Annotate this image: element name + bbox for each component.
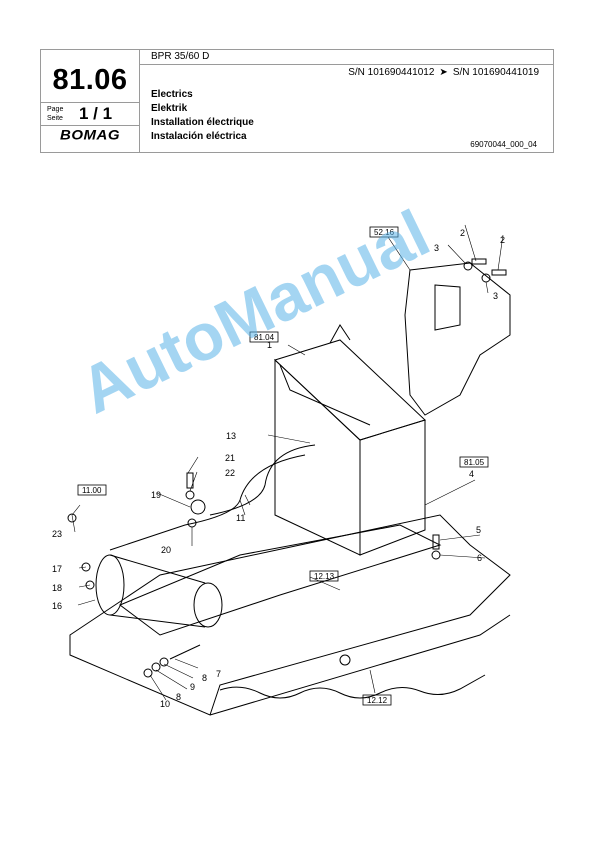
callout-8b: 8: [176, 692, 181, 702]
cable-11: [109, 454, 306, 551]
leader-lines: [71, 224, 504, 701]
callout-8: 8: [202, 673, 207, 683]
stud-7: [169, 644, 201, 660]
chassis-rail: [209, 614, 511, 716]
bolt-17: [81, 562, 91, 572]
battery-box-front: [274, 358, 361, 556]
divider: [41, 125, 139, 126]
battery-box-top: [274, 339, 426, 441]
bolt-5: [432, 534, 440, 550]
callout-3b: 3: [493, 291, 498, 301]
bolt-2b: [491, 269, 507, 276]
arrow-icon: ➤: [439, 67, 448, 78]
ref-11-00: 11.00: [82, 486, 102, 495]
callout-23: 23: [52, 529, 62, 539]
page-number: 1 / 1: [79, 104, 113, 123]
clamp-19: [190, 499, 206, 515]
nut-10: [143, 668, 153, 678]
washer-8: [151, 662, 161, 672]
callout-16: 16: [52, 601, 62, 611]
callout-9: 9: [190, 682, 195, 692]
serial-to: S/N 101690441019: [452, 67, 539, 78]
callout-18: 18: [52, 583, 62, 593]
callout-3: 3: [434, 243, 439, 253]
brand-logo: BOMAG: [60, 127, 120, 144]
divider: [41, 102, 139, 103]
title-fr: Installation électrique: [151, 117, 254, 128]
callout-6: 6: [477, 553, 482, 563]
title-block: BPR 35/60 D S/N 101690441012➤S/N 1016904…: [40, 49, 554, 153]
serial-range: S/N 101690441012 ➤ S/N 101690441019: [348, 67, 539, 78]
bracket-plate: [404, 262, 511, 416]
title-es: Instalación eléctrica: [151, 131, 247, 142]
battery-mount: [329, 324, 351, 344]
drawing-number: 69070044_000_04: [470, 140, 537, 149]
callout-20: 20: [161, 545, 171, 555]
washer-9: [159, 657, 169, 667]
chassis-inner: [119, 524, 442, 636]
title-en: Electrics: [151, 89, 193, 100]
callout-numbers: 1 2 2 3 3 4 5 6 7 8 8 9 10 11 13 16 17 1…: [52, 228, 505, 709]
bolt-2a: [471, 258, 487, 265]
battery-box-side: [359, 419, 426, 556]
callout-11: 11: [236, 513, 245, 523]
callout-13: 13: [226, 431, 236, 441]
callout-7: 7: [216, 669, 221, 679]
callout-22: 22: [225, 468, 235, 478]
nut-22: [185, 490, 195, 500]
callout-4: 4: [469, 469, 474, 479]
callout-19: 19: [151, 490, 161, 500]
ref-81-05: 81.05: [464, 458, 485, 467]
page-label-de: Seite: [47, 115, 63, 122]
chassis-hole: [339, 654, 351, 666]
divider: [139, 50, 140, 152]
callout-1: 1: [267, 340, 272, 350]
ref-81-04: 81.04: [254, 333, 275, 342]
starter-cylinder-start: [95, 554, 125, 616]
cable-13: [209, 444, 316, 516]
washer-18: [85, 580, 95, 590]
callout-17: 17: [52, 564, 62, 574]
reference-labels: 52.16 81.04 81.05 11.00 12.13 12.12: [82, 228, 485, 705]
washer-3a: [463, 261, 473, 271]
chassis-frame: [69, 514, 511, 716]
callout-2: 2: [460, 228, 465, 238]
reference-boxes: [77, 226, 489, 706]
callout-2b: 2: [500, 235, 505, 245]
serial-from: S/N 101690441012: [348, 67, 435, 78]
ref-52-16: 52.16: [374, 228, 395, 237]
ref-12-12: 12.12: [367, 696, 388, 705]
callout-10: 10: [160, 699, 170, 709]
washer-6: [431, 550, 441, 560]
nut-23: [67, 513, 77, 523]
model-name: BPR 35/60 D: [151, 51, 210, 62]
ref-12-13: 12.13: [314, 572, 335, 581]
starter-cylinder-end: [193, 582, 223, 628]
title-de: Elektrik: [151, 103, 188, 114]
callout-5: 5: [476, 525, 481, 535]
callout-21: 21: [225, 453, 235, 463]
bolt-21: [186, 472, 194, 489]
section-titles: Electrics Elektrik Installation électriq…: [151, 88, 254, 144]
starter-cylinder: [109, 554, 206, 628]
section-number: 81.06: [52, 64, 128, 96]
page-label-en: Page: [47, 106, 64, 113]
bracket-window: [434, 284, 461, 331]
divider: [139, 64, 553, 65]
page-label: Page Seite: [47, 105, 63, 123]
battery-lid: [279, 364, 371, 426]
chassis-rail-wave: [219, 674, 486, 699]
exploded-parts-drawing: 52.16 81.04 81.05 11.00 12.13 12.12 1 2 …: [52, 224, 511, 716]
